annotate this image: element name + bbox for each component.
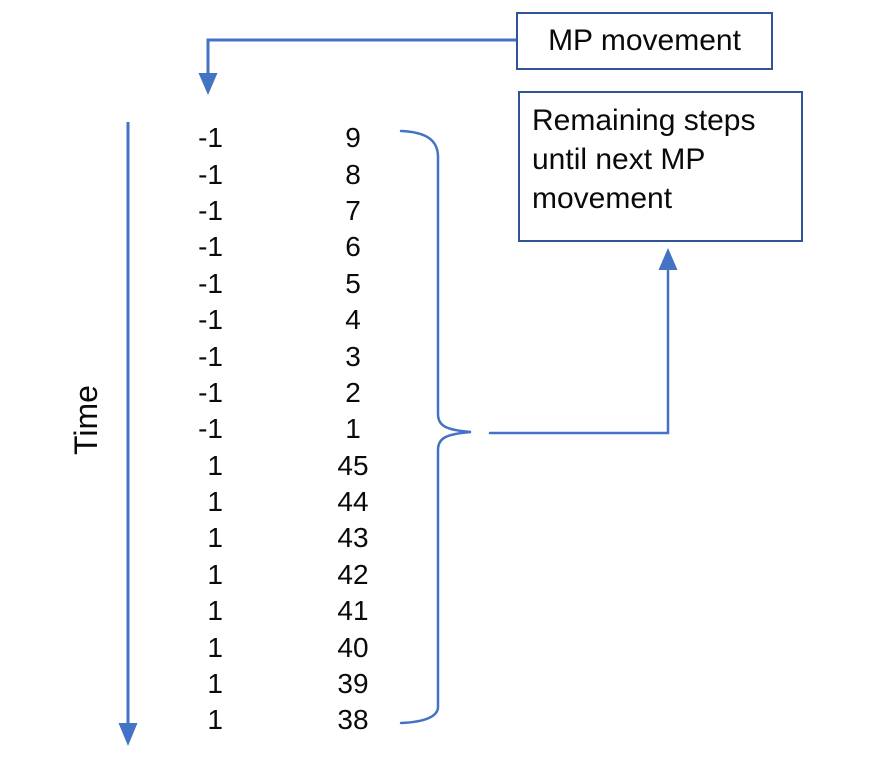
- remaining-steps-value: 38: [337, 704, 369, 736]
- table-row: -1 7: [120, 193, 483, 229]
- table-row: -1 2: [120, 375, 483, 411]
- mp-movement-box: MP movement: [516, 12, 773, 70]
- table-row: -1 8: [120, 156, 483, 192]
- mp-movement-value: -1: [198, 158, 223, 190]
- remaining-steps-arrow: [488, 248, 678, 435]
- table-row: 1 39: [120, 666, 483, 702]
- remaining-steps-value: 2: [345, 376, 361, 408]
- remaining-steps-value: 41: [337, 595, 369, 627]
- mp-movement-value: 1: [207, 558, 223, 590]
- remaining-steps-value: 44: [337, 486, 369, 518]
- table-row: 1 42: [120, 557, 483, 593]
- time-axis-label: Time: [68, 385, 104, 455]
- remaining-steps-value: 1: [345, 413, 361, 445]
- mp-movement-value: -1: [198, 413, 223, 445]
- remaining-steps-value: 8: [345, 158, 361, 190]
- remaining-steps-value: 42: [337, 558, 369, 590]
- remaining-steps-value: 9: [345, 122, 361, 154]
- mp-movement-value: 1: [207, 522, 223, 554]
- remaining-steps-value: 5: [345, 267, 361, 299]
- mp-movement-value: 1: [207, 631, 223, 663]
- table-row: -1 4: [120, 302, 483, 338]
- mp-movement-value: -1: [198, 376, 223, 408]
- remaining-steps-value: 39: [337, 668, 369, 700]
- mp-movement-value: 1: [207, 449, 223, 481]
- mp-movement-value: 1: [207, 595, 223, 627]
- brace: [399, 129, 472, 725]
- remaining-steps-value: 45: [337, 449, 369, 481]
- table-row: -1 3: [120, 338, 483, 374]
- mp-movement-value: 1: [207, 486, 223, 518]
- mp-movement-value: -1: [198, 194, 223, 226]
- remaining-steps-line: movement: [532, 182, 673, 215]
- remaining-steps-box: Remaining steps until next MP movement: [518, 91, 803, 242]
- time-arrow: [118, 122, 138, 746]
- remaining-steps-value: 3: [345, 340, 361, 372]
- table-row: 1 44: [120, 484, 483, 520]
- mp-movement-arrow: [198, 38, 517, 95]
- table-row: -1 1: [120, 411, 483, 447]
- mp-movement-value: -1: [198, 340, 223, 372]
- mp-movement-value: -1: [198, 231, 223, 263]
- mp-movement-value: -1: [198, 267, 223, 299]
- table-row: -1 6: [120, 229, 483, 265]
- table-row: 1 41: [120, 593, 483, 629]
- remaining-steps-value: 40: [337, 631, 369, 663]
- table-row: 1 43: [120, 520, 483, 556]
- mp-movement-value: -1: [198, 122, 223, 154]
- mp-movement-value: -1: [198, 304, 223, 336]
- mp-movement-value: 1: [207, 704, 223, 736]
- table-row: 1 40: [120, 629, 483, 665]
- remaining-steps-value: 43: [337, 522, 369, 554]
- table-row: 1 38: [120, 702, 483, 738]
- remaining-steps-line: Remaining steps: [532, 104, 756, 137]
- remaining-steps-value: 7: [345, 194, 361, 226]
- remaining-steps-line: until next MP: [532, 143, 706, 176]
- table-row: -1 5: [120, 266, 483, 302]
- table-row: 1 45: [120, 448, 483, 484]
- table-row: -1 9: [120, 120, 483, 156]
- remaining-steps-value: 6: [345, 231, 361, 263]
- remaining-steps-value: 4: [345, 304, 361, 336]
- mp-movement-value: 1: [207, 668, 223, 700]
- mp-movement-label: MP movement: [548, 24, 741, 57]
